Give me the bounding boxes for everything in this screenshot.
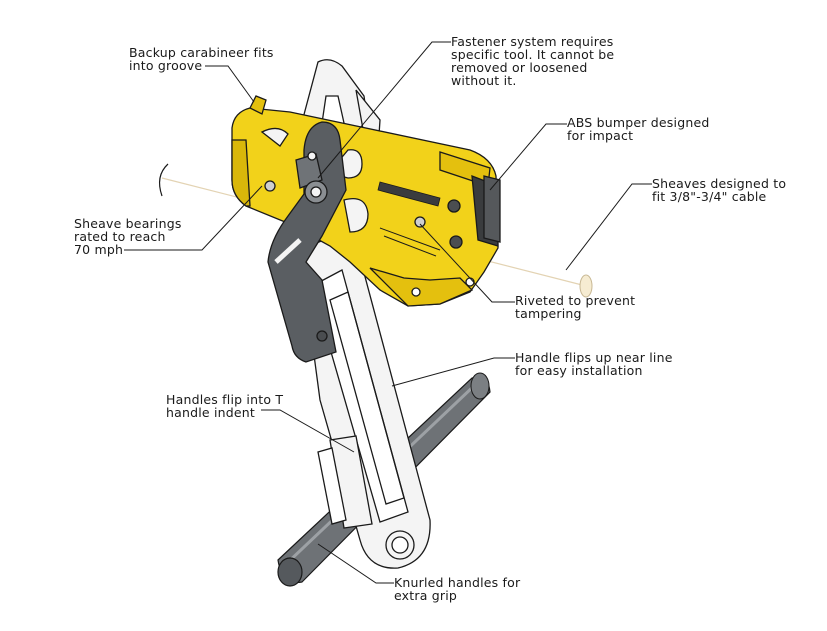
callout-knurled: Knurled handles for extra grip [394, 575, 521, 603]
cable-end-left [158, 163, 169, 197]
dark-grey-handle-plate [267, 121, 347, 363]
callout-riveted: Riveted to prevent tampering [515, 293, 636, 321]
leader-carabineer [205, 65, 255, 103]
callout-t-handle: Handles flip into T handle indent [166, 392, 284, 420]
callout-fastener: Fastener system requires specific tool. … [451, 34, 615, 88]
leader-knurled [317, 543, 394, 584]
cable-end-right [579, 274, 593, 298]
callout-bearings: Sheave bearings rated to reach 70 mph [74, 216, 182, 257]
yellow-trolley-body [231, 95, 501, 307]
callout-sheaves: Sheaves designed to fit 3/8"-3/4" cable [652, 176, 787, 204]
leader-bearings [124, 185, 263, 251]
leader-handle-flips [391, 357, 515, 387]
leader-riveted [419, 223, 515, 303]
leader-bumper [489, 123, 567, 191]
leader-sheaves [565, 183, 652, 271]
callout-carabineer: Backup carabineer fits into groove [129, 45, 274, 73]
leader-fastener [317, 41, 451, 179]
aluminum-arm [299, 227, 431, 569]
leader-t-handle [261, 409, 355, 453]
leader-lines [124, 41, 652, 584]
callout-bumper: ABS bumper designed for impact [567, 115, 710, 143]
callout-handle-flips-up: Handle flips up near line for easy insta… [515, 350, 673, 378]
